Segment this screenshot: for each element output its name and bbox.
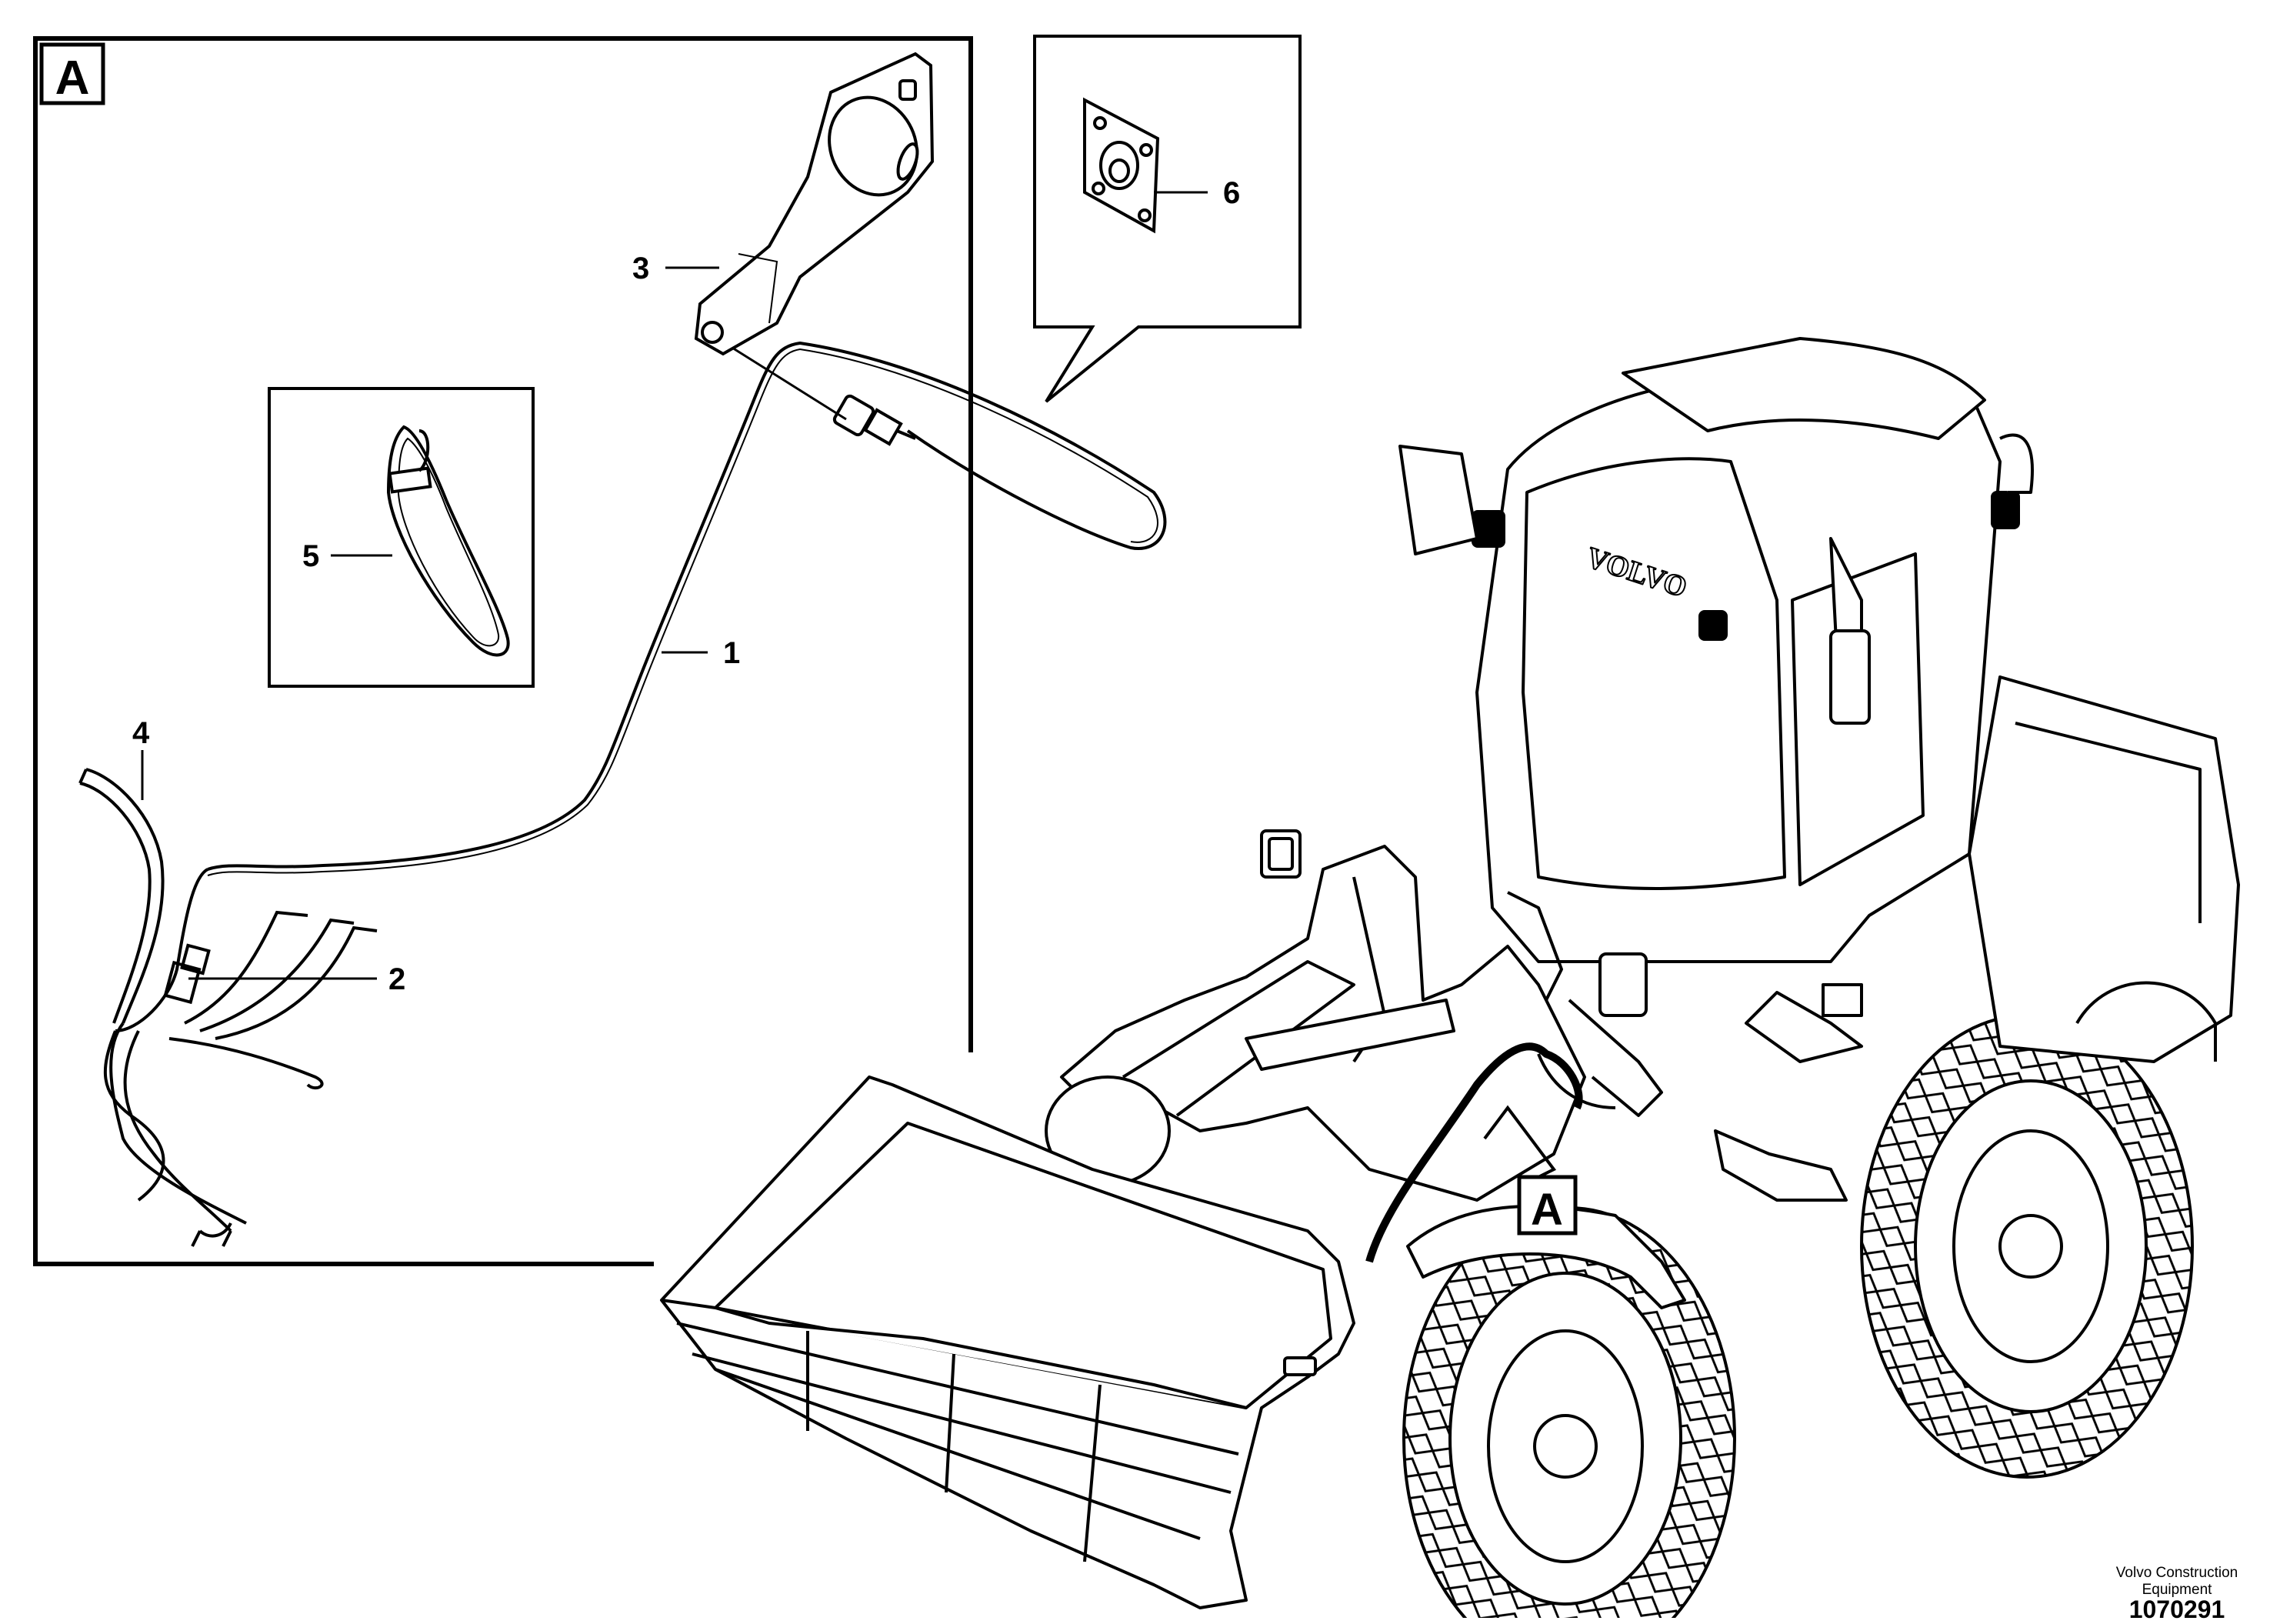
cable-tie-inset [268, 387, 535, 688]
wheel-loader-drawing: VOLVO [660, 337, 2240, 1618]
detail-callout-box [39, 42, 105, 105]
loader-harness [1365, 1042, 1583, 1263]
part-label-3: 3 [632, 252, 649, 285]
detail-frame [33, 36, 973, 1266]
figure-number: 1070291 [2128, 1596, 2225, 1623]
part-label-4: 4 [132, 716, 150, 750]
mounting-plate-inset [1033, 35, 1302, 403]
bucket [660, 1075, 1355, 1609]
cable-harness-part-1 [207, 331, 1167, 876]
footer-company-line2: Equipment [2142, 1582, 2212, 1598]
part-label-2: 2 [388, 962, 405, 996]
detail-callout-label: A [55, 52, 90, 105]
cab [1398, 337, 2034, 963]
engine-hood [1968, 675, 2240, 1063]
part-label-5: 5 [302, 539, 319, 573]
harness-branch-part-4 [78, 768, 378, 1247]
part-label-1: 1 [723, 636, 740, 670]
main-callout [1483, 1105, 1578, 1236]
leader-lines [141, 191, 1208, 980]
bracket-part-3 [694, 52, 935, 356]
main-callout-box [1517, 1175, 1578, 1236]
part-label-6: 6 [1223, 176, 1240, 210]
main-callout-label: A [1531, 1185, 1563, 1235]
footer-company-line1: Volvo Construction [2115, 1565, 2238, 1581]
footer-company: Volvo Construction Equipment [2077, 1565, 2277, 1599]
